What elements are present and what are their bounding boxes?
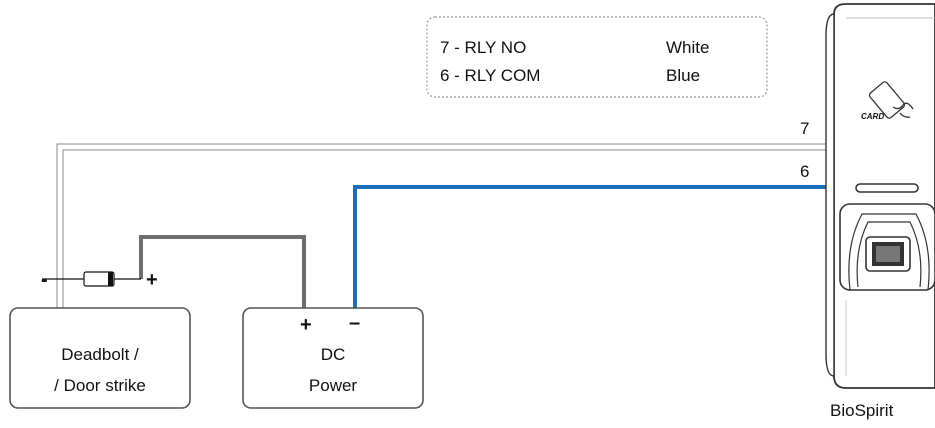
dc-power-minus-sign: – xyxy=(349,312,360,334)
card-reader-icon: CARD xyxy=(861,81,914,121)
blue-wire-6 xyxy=(353,185,826,308)
legend-pin-7: 7 - RLY NO xyxy=(440,38,526,57)
gray-power-wire xyxy=(139,235,306,308)
white-wire-7 xyxy=(56,143,826,309)
legend-color-blue: Blue xyxy=(666,66,700,85)
blue-wire-label: 6 xyxy=(800,162,809,181)
card-label: CARD xyxy=(861,112,884,121)
white-wire-label: 7 xyxy=(800,119,809,138)
diode-line xyxy=(42,271,141,287)
deadbolt-label-line1: Deadbolt / xyxy=(61,345,139,364)
dc-power-label-line1: DC xyxy=(321,345,346,364)
dc-power-plus-sign: + xyxy=(300,314,312,336)
deadbolt-box: Deadbolt / / Door strike xyxy=(9,307,191,409)
legend-pin-6: 6 - RLY COM xyxy=(440,66,540,85)
legend-color-white: White xyxy=(666,38,709,57)
dc-power-box: + – DC Power xyxy=(242,307,424,409)
fingerprint-sensor xyxy=(839,203,935,291)
biospirit-device: CARD xyxy=(825,3,935,389)
dc-power-label-line2: Power xyxy=(309,376,358,395)
status-led-bar xyxy=(855,183,919,193)
device-name-label: BioSpirit xyxy=(830,401,894,420)
deadbolt-label-line2: / Door strike xyxy=(54,376,146,395)
deadbolt-minus-sign: - xyxy=(41,269,48,291)
diode-icon xyxy=(83,271,115,287)
wire-color-legend: 7 - RLY NO White 6 - RLY COM Blue xyxy=(426,16,768,98)
deadbolt-plus-sign: + xyxy=(146,269,158,291)
